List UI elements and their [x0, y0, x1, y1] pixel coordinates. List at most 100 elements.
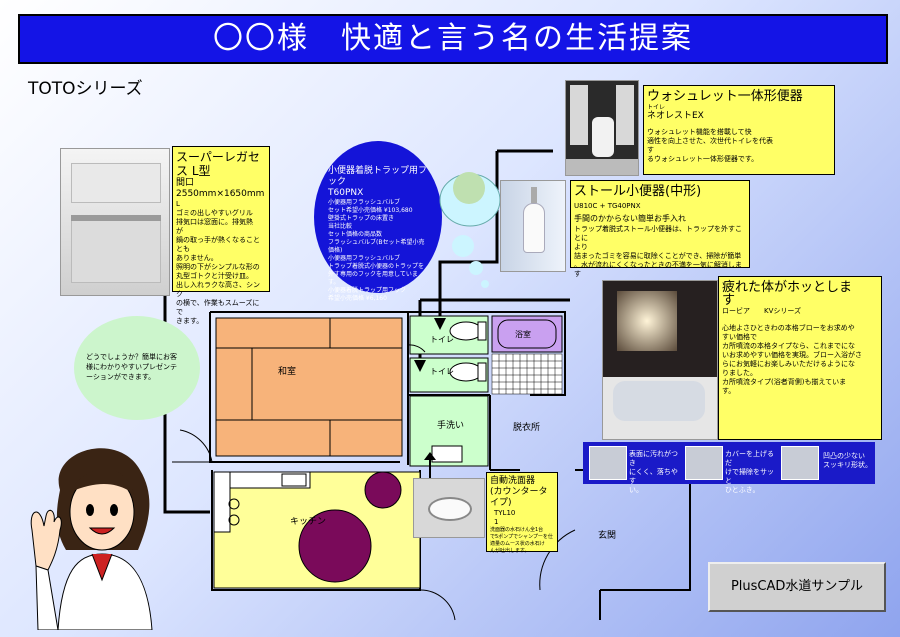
bath-note-sub-part: KVシリー	[764, 307, 795, 315]
kitchen-note-line: ありません。	[176, 254, 218, 262]
bath-photo	[602, 280, 718, 440]
urinal-note-line: 詰まったゴミを容易に取除くことができ、掃除が簡単	[574, 252, 742, 260]
trap-bubble-line: 当社比較	[328, 223, 353, 230]
feature-caption-line: ひとふき。	[725, 486, 760, 494]
pluscad-sample-button[interactable]: PlusCAD水道サンプル	[708, 562, 886, 612]
speech-bubble-line: 様にわかりやすいプレゼンテ	[86, 363, 177, 371]
trap-bubble-heading: 小便器着脱トラップ用フ	[328, 166, 428, 176]
kitchen-note-line: 排気口は窓面に。排気熱	[176, 218, 253, 226]
bath-note-line: 心地よさひときわの本格ブローをお求めや	[722, 324, 855, 332]
presenter-character	[30, 448, 153, 630]
room-label-wash: 手洗い	[437, 421, 465, 431]
trap-bubble-line: セット価格の商品数	[328, 231, 383, 238]
feature-caption-line: 凹凸の少ない	[823, 452, 865, 460]
trap-bubble-line: セット希望小売価格 ¥103,680	[328, 207, 413, 214]
feature-caption-line: い。	[629, 486, 643, 494]
trap-hook-photo	[453, 172, 485, 204]
bath-note-heading: 疲れた体がホッとしま	[722, 280, 853, 295]
kitchen-note-line: L	[176, 200, 180, 208]
kitchen-note-line: 出し入れラクな高さ、シンク	[176, 281, 260, 298]
kitchen-note-line: きます。	[176, 317, 204, 325]
bath-note-sub-part: ロ	[722, 307, 729, 315]
bath-note-line: す。	[722, 387, 736, 395]
sink-note-line: で5ポンプでシャンプーを仕	[490, 534, 553, 540]
kitchen-note-line: 丸型ゴトクと汁受け皿。	[176, 272, 253, 280]
bath-note-line: カ所噴流の本格タイプなら、これまでにな	[722, 342, 855, 350]
kitchen-note-line: が	[176, 227, 183, 235]
bath-note-sub-part: ア	[743, 307, 750, 315]
bath-note-sub-part: ズ	[794, 307, 802, 315]
trap-bubble-line: 小便器着脱トラップ用フック	[328, 287, 407, 294]
bath-features-bar: 表面に汚れがつき にくく、落ちやす い。 カバーを上げるだ けで掃除をサッと ひ…	[583, 442, 875, 494]
kitchen-note-line: とも	[176, 245, 190, 253]
speech-bubble-line: どうでしょうか？簡単にお客	[86, 353, 177, 361]
washlet-note-line: 適性を向上させた、次世代トイレを代表	[647, 137, 773, 145]
page-title: 〇〇様 快適と言う名の生活提案	[18, 14, 888, 64]
kitchen-note-line: ゴミの出しやすいグリル	[176, 209, 253, 217]
feature-caption-line: カバーを上げるだ	[725, 450, 774, 467]
urinal-note-line: トラップ着脱式ストール小便器は、トラップを外すことに	[574, 225, 742, 242]
feature-thumb-2	[685, 446, 723, 480]
trap-bubble-line: 希望小売価格 ¥6,160	[328, 295, 387, 302]
sink-note-line: 適量のムース状の水石け	[490, 541, 545, 547]
bath-room	[491, 315, 563, 353]
washitsu-room	[215, 317, 403, 457]
kitchen-note: スーパーレガセス L型 間口2550mm×1650mm L ゴミの出しやすいグリ…	[172, 146, 270, 325]
kitchen-photo	[60, 148, 170, 296]
kitchen-small-table	[364, 471, 402, 509]
trap-bubble-text: 小便器着脱トラップ用フ ック T60PNX 小便器用フラッシュバルブ セット希望…	[328, 166, 428, 303]
sink-note-line: んが吐出します。	[490, 548, 530, 554]
sink-note-model2: 1	[494, 518, 499, 526]
speech-bubble-text: どうでしょうか？簡単にお客 様にわかりやすいプレゼンテ ーションができます。	[86, 352, 194, 382]
washlet-note-line: ウォシュレット機能を搭載して快	[647, 128, 752, 136]
trap-bubble-line: 小便器用フラッシュバルブ	[328, 255, 401, 262]
washlet-photo	[565, 80, 639, 176]
toilet1-bowl	[449, 321, 483, 341]
urinal-note-line: より	[574, 243, 588, 251]
sink-photo	[413, 478, 485, 538]
bath-note-line: らにお気軽にお楽しみいただけるようにな	[722, 360, 855, 368]
room-label-washitsu: 和室	[278, 367, 297, 377]
sink-note-model: TYL10	[494, 509, 516, 517]
speech-bubble-line: ーションができます。	[86, 373, 156, 381]
trap-bubble-line: トラップ着脱式小便器のトラップを	[328, 263, 425, 270]
urinal-note-sub: U810C + TG40PNX	[574, 202, 641, 210]
trap-bubble-heading2: ック	[328, 177, 347, 187]
bath-note-line: いお求めやすい価格を実現。ブロー入浴がさ	[722, 351, 862, 359]
urinal-note-heading: ストール小便器(中形)	[574, 184, 702, 199]
feature-caption-3: 凹凸の少ない スッキリ形状。	[823, 452, 873, 470]
feature-thumb-1	[589, 446, 627, 480]
bath-note-line: カ所噴流タイプ(浴者背側)も揃えていま	[722, 378, 847, 386]
kitchen-note-line: 鍋の取っ手が熱くなること	[176, 236, 260, 244]
feature-thumb-3	[781, 446, 819, 480]
trap-bubble-line: フラッシュバルブ(Bセット希望小売価格)	[328, 239, 425, 254]
washlet-note-line: るウォシュレット一体形便器です。	[647, 155, 759, 163]
bath-note-line: すい価格で	[722, 333, 757, 341]
kitchen-note-line: の横で、作業もスムーズにで	[176, 299, 260, 316]
feature-caption-2: カバーを上げるだ けで掃除をサッと ひとふき。	[725, 450, 775, 495]
feature-caption-1: 表面に汚れがつき にくく、落ちやす い。	[629, 450, 679, 495]
room-label-toilet2: トイレ	[430, 367, 454, 376]
bath-note-sub-part: ー	[729, 307, 736, 315]
washlet-note-ruby: トイレ	[647, 104, 666, 111]
kitchen-dining-table	[298, 509, 372, 583]
washlet-note-heading: ウォシュレット一体形便器	[647, 89, 803, 104]
bath-note-line: りました。	[722, 369, 757, 377]
toilet2-bowl	[449, 362, 483, 382]
trap-bubble-model: T60PNX	[328, 188, 364, 198]
feature-caption-line: けで掃除をサッと	[725, 468, 774, 485]
urinal-note-line: 手間のかからない簡単お手入れ	[574, 214, 686, 223]
room-label-bath: 浴室	[515, 330, 531, 339]
bath-note: 疲れた体がホッとしま す ロービア KVシリーズ 心地よさひときわの本格ブローを…	[718, 276, 882, 440]
urinal-photo	[500, 180, 566, 272]
kitchen-note-line: 照明の下がシンプルな形の	[176, 263, 260, 271]
room-label-toilet1: トイレ	[430, 335, 454, 344]
sink-note-heading: 自動洗面器	[490, 476, 536, 486]
sink-note-line: 洗面器の水石けん全1台	[490, 527, 544, 533]
feature-caption-line: スッキリ形状。	[823, 461, 872, 469]
feature-caption-line: にくく、落ちやす	[629, 468, 678, 485]
urinal-note-line: 。水が流れにくくなったときの不満を一気に解消します	[574, 261, 742, 278]
bath-note-heading2: す	[722, 293, 736, 308]
series-label: TOTOシリーズ	[28, 79, 143, 99]
room-label-kitchen: キッチン	[290, 517, 327, 527]
